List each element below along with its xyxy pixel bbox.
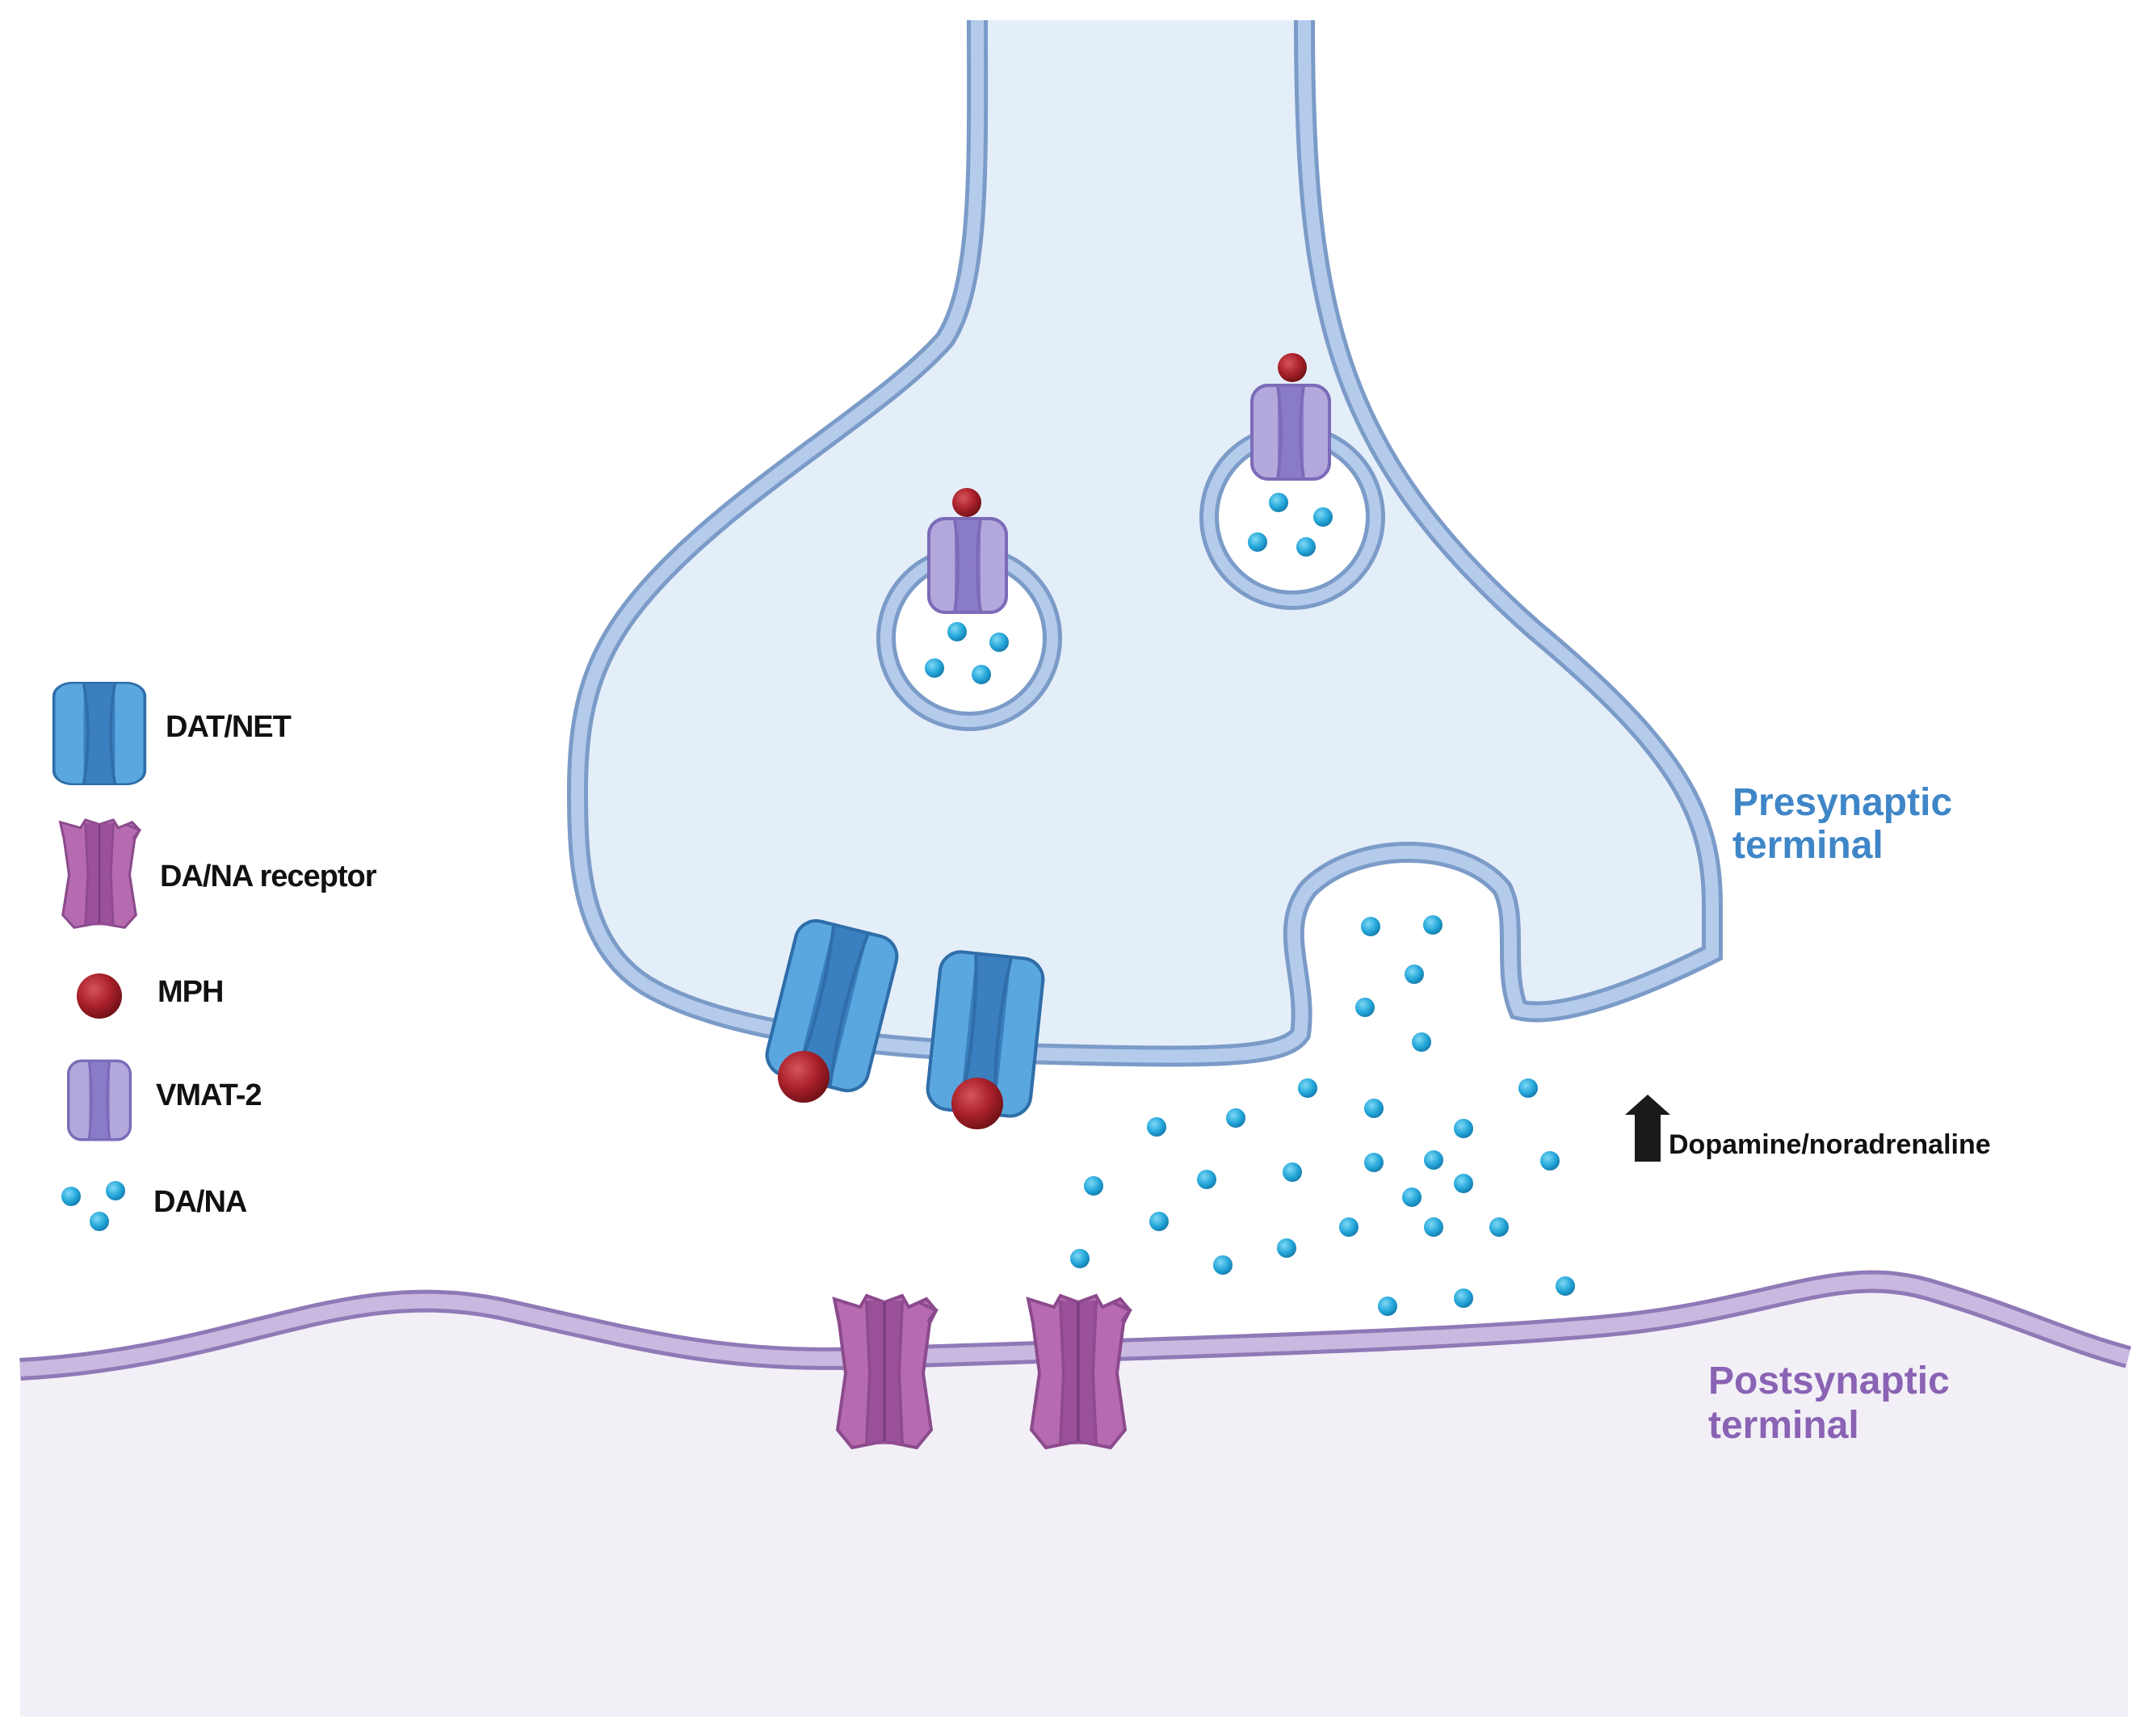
postsynaptic-label-line2: terminal	[1708, 1404, 1859, 1447]
released-da-na-molecules	[1070, 915, 1575, 1316]
mph-icon	[77, 973, 122, 1019]
legend: DAT/NET DA/NA receptor MPH VMAT-2 DA/NA	[52, 681, 378, 1231]
mph-molecule	[952, 488, 981, 517]
legend-da-na: DA/NA	[153, 1185, 247, 1219]
receptor-icon	[59, 818, 141, 929]
vmat2-icon	[66, 1059, 132, 1141]
legend-dat-net: DAT/NET	[166, 710, 292, 744]
presynaptic-label-line1: Presynaptic	[1732, 781, 1952, 824]
legend-vmat2: VMAT-2	[156, 1078, 262, 1112]
da-na-icon	[61, 1181, 125, 1231]
legend-receptor: DA/NA receptor	[160, 860, 377, 893]
presynaptic-label-line2: terminal	[1732, 824, 1884, 867]
synaptic-vesicle	[1199, 424, 1385, 610]
postsynaptic-cell-body	[20, 1281, 2128, 1717]
da-na-receptor	[1027, 1294, 1132, 1449]
vmat2-transporter	[1250, 384, 1331, 481]
postsynaptic-label-line1: Postsynaptic	[1708, 1360, 1950, 1402]
mph-molecule	[778, 1051, 829, 1103]
increase-label: Dopamine/noradrenaline	[1669, 1129, 1991, 1160]
da-na-receptor	[833, 1294, 938, 1449]
dat-net-icon	[52, 681, 147, 786]
up-arrow-icon	[1625, 1095, 1670, 1162]
vmat2-transporter	[927, 517, 1008, 614]
legend-mph: MPH	[157, 975, 223, 1009]
presynaptic-cell-body	[577, 20, 1712, 1057]
mph-molecule	[1278, 353, 1307, 382]
mph-molecule	[951, 1078, 1003, 1129]
